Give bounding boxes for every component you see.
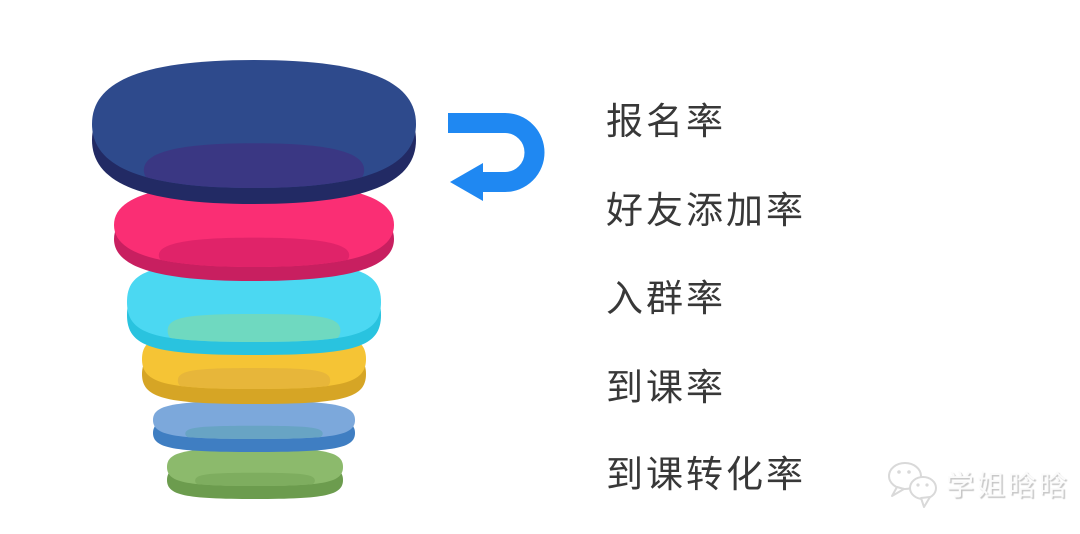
blue-layer-inner-shade (185, 425, 323, 439)
green-layer-inner-shade (195, 472, 315, 486)
cyan-layer-inner-shade (167, 314, 341, 342)
pink-disc-inner-shade (158, 237, 350, 267)
watermark: 学姐晗晗 (886, 458, 1070, 510)
wechat-icon (888, 462, 937, 508)
u-turn-arrow-head (450, 163, 483, 201)
u-turn-arrow-icon (448, 113, 545, 192)
watermark-text: 学姐晗晗 (946, 470, 1071, 501)
yellow-layer-inner-shade (177, 368, 331, 389)
navy-disc-inner-shade (143, 143, 365, 188)
